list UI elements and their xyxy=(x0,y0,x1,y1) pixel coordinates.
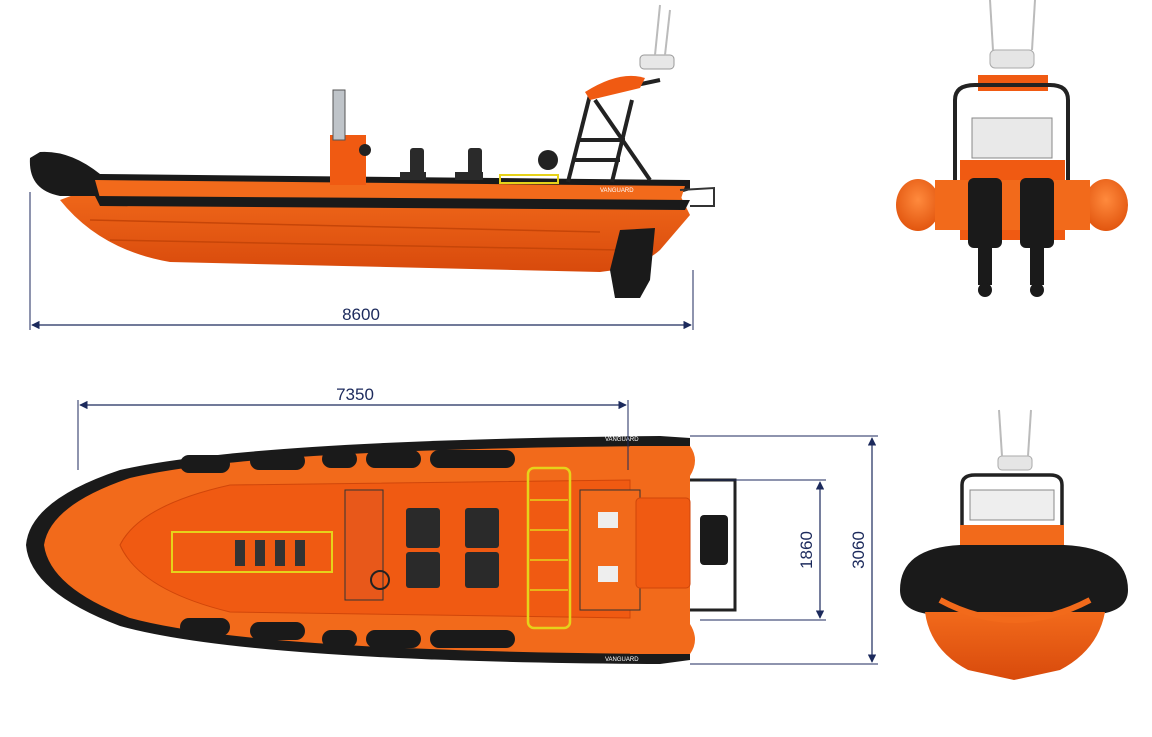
side-view: VANGUARD xyxy=(29,4,715,298)
bow-view xyxy=(900,409,1128,680)
plan-fender-pads xyxy=(180,450,515,648)
stern-view xyxy=(896,0,1128,297)
bow-hull xyxy=(925,612,1105,680)
side-outboard-engine xyxy=(610,228,655,298)
dim-hull-length-label: 7350 xyxy=(336,385,374,404)
dim-inner-beam-label: 1860 xyxy=(797,531,816,569)
dim-hull-length: 7350 xyxy=(77,385,629,470)
dim-overall-beam: 3060 xyxy=(690,435,878,665)
side-hull-marking: VANGUARD xyxy=(600,188,634,194)
side-console xyxy=(330,135,366,185)
plan-hull-marking-bottom: VANGUARD xyxy=(605,657,639,663)
side-a-frame xyxy=(566,78,661,183)
side-seats xyxy=(400,148,483,180)
stern-tube-left xyxy=(896,179,940,231)
plan-view: VANGUARD VANGUARD xyxy=(26,436,737,664)
stern-outboard-engines xyxy=(968,178,1054,297)
stern-tube-right xyxy=(1084,179,1128,231)
bow-tube-fender xyxy=(900,545,1128,614)
plan-hull-marking-top: VANGUARD xyxy=(605,437,639,443)
dim-inner-beam: 1860 xyxy=(700,479,826,621)
dim-overall-length: 8600 xyxy=(29,192,694,330)
plan-seats xyxy=(406,508,499,588)
plan-console xyxy=(344,489,384,601)
dim-overall-beam-label: 3060 xyxy=(849,531,868,569)
dim-overall-length-label: 8600 xyxy=(342,305,380,324)
